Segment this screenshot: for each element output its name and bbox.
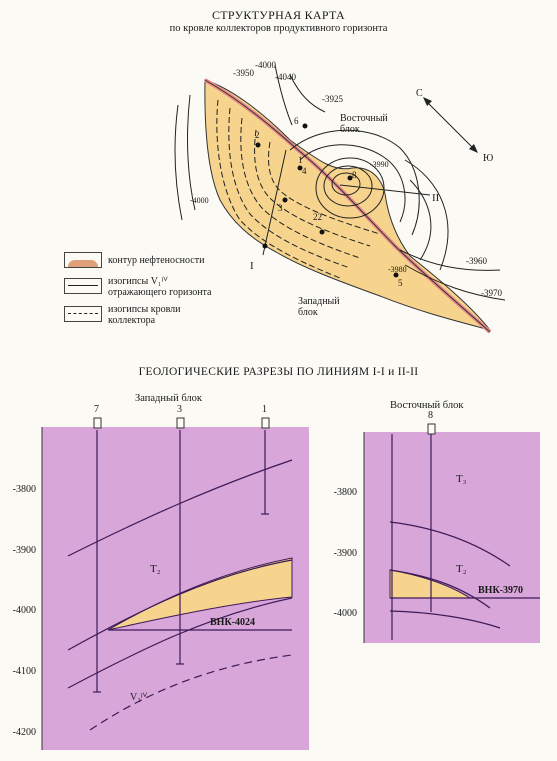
west-tick-3800: -3800 xyxy=(12,484,36,495)
well-label-1: 1 xyxy=(298,155,303,165)
west-reflector-label: V₂ᴵⱽ xyxy=(130,692,148,703)
east-section-title: Восточный блок xyxy=(390,400,464,411)
west-tick-4100: -4100 xyxy=(12,666,36,677)
reservoir-isohypses xyxy=(216,99,381,279)
north-arrow-icon xyxy=(423,97,432,106)
contour-label-4000: -4000 xyxy=(255,60,276,70)
section-line-I xyxy=(262,149,287,256)
reflector-isohypses xyxy=(174,64,506,301)
dome-contours xyxy=(289,129,420,236)
east-tick-3900: -3900 xyxy=(333,548,357,559)
contour-label-3925: -3925 xyxy=(322,94,343,104)
reservoir-isohypse-swatch-icon xyxy=(64,306,102,322)
well-label-22: 22 xyxy=(313,212,322,222)
west-horizons xyxy=(67,459,293,731)
section-line-II-label: II xyxy=(432,192,440,204)
map-legend: контур нефтеносности изогипсы V₁ᴵⱽ отраж… xyxy=(64,250,264,330)
legend-label-oil: контур нефтеносности xyxy=(108,255,205,266)
map-subtitle: по кровле коллекторов продуктивного гори… xyxy=(169,23,388,34)
contour-label-3990: -3990 xyxy=(370,160,389,169)
east-tick-4000: -4000 xyxy=(333,608,357,619)
east-layer-T2: T₂ xyxy=(456,563,467,575)
section-line-II xyxy=(339,184,431,196)
legend-label-reservoir-2: коллектора xyxy=(108,315,156,326)
well-label-8: 8 xyxy=(352,170,357,180)
well-label-2: 2 xyxy=(255,130,260,140)
east-horizons xyxy=(389,521,540,629)
well-label-4: 4 xyxy=(302,166,307,176)
sections-title: ГЕОЛОГИЧЕСКИЕ РАЗРЕЗЫ ПО ЛИНИЯМ I-I и II… xyxy=(138,366,419,378)
legend-label-reflector: изогипсы V₁ᴵⱽ xyxy=(108,276,168,287)
south-arrow-icon xyxy=(469,144,478,153)
east-section-bg xyxy=(364,432,540,643)
contour-label-3970: -3970 xyxy=(481,288,502,298)
contour-label-3960: -3960 xyxy=(466,256,487,266)
east-owc-label: ВНК-3970 xyxy=(478,585,524,596)
east-wells xyxy=(391,434,432,640)
contour-label-3950: -3950 xyxy=(233,68,254,78)
west-well-3: 3 xyxy=(177,404,182,415)
east-layer-T3: T₃ xyxy=(456,473,467,485)
west-tick-4000: -4000 xyxy=(12,605,36,616)
west-wells xyxy=(93,430,269,693)
west-owc-label: ВНК-4024 xyxy=(210,617,256,628)
oil-contour-swatch-icon xyxy=(64,252,102,268)
west-tick-4200: -4200 xyxy=(12,727,36,738)
map-title: СТРУКТУРНАЯ КАРТА xyxy=(211,8,346,22)
east-tick-3800: -3800 xyxy=(333,487,357,498)
legend-label-reservoir: изогипсы кровли xyxy=(108,304,181,315)
west-block-label: Западный блок xyxy=(298,296,340,318)
well-label-6: 6 xyxy=(294,116,299,126)
well-label-5: 5 xyxy=(398,278,403,288)
legend-label-reflector-2: отражающего горизонта xyxy=(108,287,212,298)
section-line-I-label: I xyxy=(250,260,254,272)
south-label: Ю xyxy=(483,153,494,164)
west-well-7: 7 xyxy=(94,404,99,415)
west-well-1: 1 xyxy=(262,404,267,415)
east-block-label: Восточный блок xyxy=(340,113,388,135)
reflector-isohypse-swatch-icon xyxy=(64,278,102,294)
contour-label-3980: -3980 xyxy=(388,265,407,274)
contour-label-4040: -4040 xyxy=(275,72,296,82)
west-section-title: Западный блок xyxy=(135,393,202,404)
west-tick-3900: -3900 xyxy=(12,545,36,556)
map-wells xyxy=(255,123,399,278)
well-label-3: 3 xyxy=(278,203,283,213)
contour-label-4000b: -4000 xyxy=(190,196,209,205)
north-label: С xyxy=(416,88,423,99)
well-head-markers xyxy=(93,417,436,435)
east-well-8: 8 xyxy=(428,410,433,421)
west-layer-T2: T₂ xyxy=(150,563,161,575)
compass-line xyxy=(424,99,476,151)
